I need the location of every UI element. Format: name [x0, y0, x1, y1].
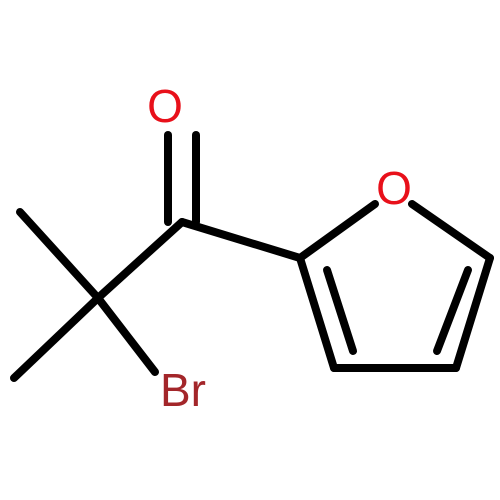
bond-carbonyl-quaternary: [94, 218, 186, 302]
carbonyl-oxygen-label: O: [147, 80, 183, 132]
atom-labels: O O Br: [147, 80, 412, 416]
furan-bond-c3-c2: [296, 254, 338, 372]
furan-bond-o-c5: [408, 200, 494, 262]
bromine-label: Br: [160, 364, 206, 416]
bond-methyl-lower: [10, 294, 102, 382]
bond-carbonyl-furan: [178, 218, 304, 262]
bond-bromine: [94, 294, 159, 376]
bond-methyl-upper: [16, 208, 102, 302]
furan-double-c4-c5: [433, 266, 472, 355]
furan-oxygen-label: O: [376, 162, 412, 214]
furan-bond-c5-c4: [452, 254, 494, 372]
furan-bond-c2-o: [296, 200, 379, 262]
bonds: [10, 131, 494, 382]
furan-double-c2-c3: [323, 266, 357, 355]
